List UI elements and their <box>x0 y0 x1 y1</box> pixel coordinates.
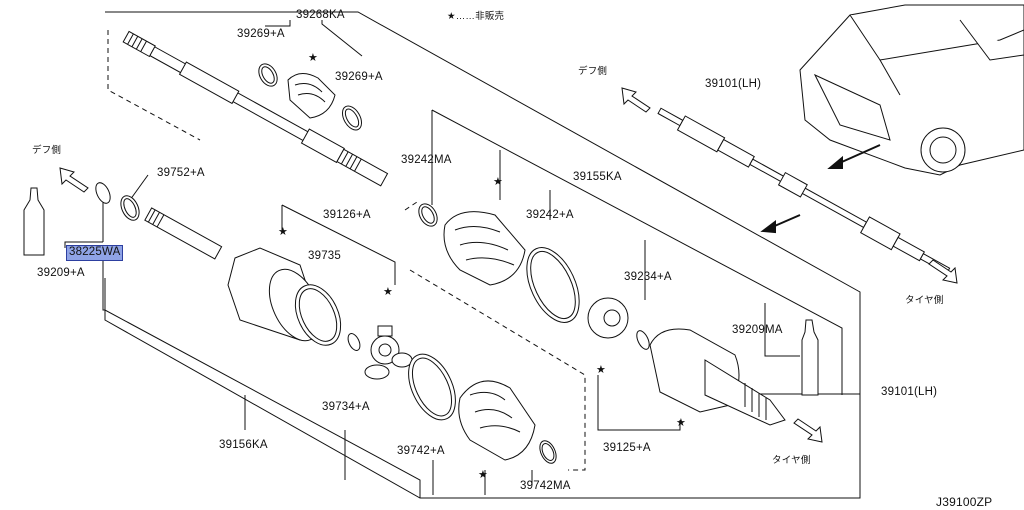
diff-arrow-left <box>59 167 89 193</box>
label-39126A[interactable]: 39126+A <box>323 209 371 221</box>
label-39234A[interactable]: 39234+A <box>624 271 672 283</box>
label-39742MA[interactable]: 39742MA <box>520 480 571 492</box>
star-icon: ★ <box>493 176 503 188</box>
figure-code: J39100ZP <box>936 495 993 509</box>
label-39156KA[interactable]: 39156KA <box>219 439 268 451</box>
label-39269A-upper[interactable]: 39269+A <box>237 28 285 40</box>
label-39101LH-lower[interactable]: 39101(LH) <box>881 386 938 398</box>
label-39242MA[interactable]: 39242MA <box>401 154 452 166</box>
label-39242A[interactable]: 39242+A <box>526 209 574 221</box>
frame-outline <box>104 11 861 499</box>
star-icon: ★ <box>383 286 393 298</box>
label-39209A[interactable]: 39209+A <box>37 267 85 279</box>
legend-star-icon: ★ <box>447 11 456 22</box>
star-icon: ★ <box>278 226 288 238</box>
star-icon: ★ <box>676 417 686 429</box>
label-39101LH-upper[interactable]: 39101(LH) <box>705 78 762 90</box>
legend: ★……非販売 <box>447 12 504 22</box>
label-39735[interactable]: 39735 <box>308 250 341 262</box>
tire-arrow-lower <box>793 418 823 443</box>
diff-side-label-left: デフ側 <box>32 145 62 156</box>
star-icon: ★ <box>308 52 318 64</box>
diff-side-label-upper: デフ側 <box>578 66 608 77</box>
label-39742A[interactable]: 39742+A <box>397 445 445 457</box>
label-39155KA[interactable]: 39155KA <box>573 171 622 183</box>
label-39209MA[interactable]: 39209MA <box>732 324 783 336</box>
label-38225WA[interactable]: 38225WA <box>65 245 124 261</box>
diff-arrow-upper <box>621 87 651 113</box>
label-39752A[interactable]: 39752+A <box>157 167 205 179</box>
label-39734A[interactable]: 39734+A <box>322 401 370 413</box>
tire-side-label-upper: タイヤ側 <box>905 295 944 306</box>
star-icon: ★ <box>596 364 606 376</box>
shaft-dashed-box <box>107 30 201 141</box>
legend-text: ……非販売 <box>455 11 505 22</box>
label-39269A-lower[interactable]: 39269+A <box>335 71 383 83</box>
star-icon: ★ <box>478 469 488 481</box>
tire-arrow-upper <box>928 259 958 284</box>
label-39268KA[interactable]: 39268KA <box>296 9 345 21</box>
tire-side-label-lower: タイヤ側 <box>772 455 811 466</box>
label-39125A[interactable]: 39125+A <box>603 442 651 454</box>
vehicle-illustration <box>799 4 1024 176</box>
